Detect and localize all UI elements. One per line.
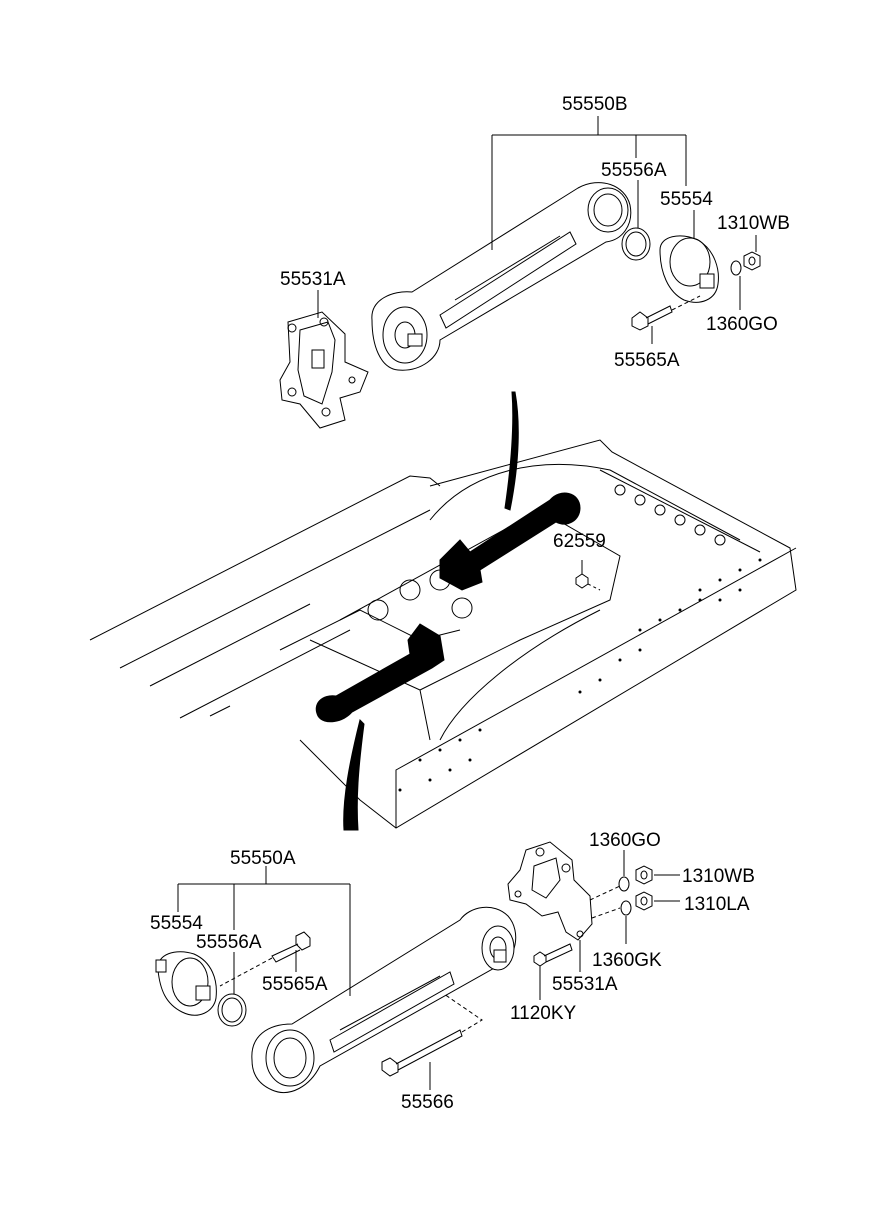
label-55565a-lower: 55565A <box>262 974 328 995</box>
lower-snap-ring-drawing <box>217 993 247 1027</box>
label-1310wb-lower: 1310WB <box>682 866 755 887</box>
label-55566-lower: 55566 <box>401 1092 454 1113</box>
part-labels: 55550B 55556A 55554 1310WB 55531A 1360GO… <box>150 94 790 1113</box>
upper-leaders <box>317 116 757 344</box>
lower-small-bolt-drawing <box>533 943 573 967</box>
lower-nut-1310la-drawing <box>635 891 653 911</box>
label-1310la-lower: 1310LA <box>684 894 750 915</box>
label-1360gk-lower: 1360GK <box>592 950 662 971</box>
lower-bracket-drawing <box>507 841 593 941</box>
upper-snap-ring-drawing <box>621 227 651 261</box>
lower-washer-1360go-drawing <box>618 876 630 892</box>
lower-leaders <box>177 850 680 1090</box>
upper-arm-drawing <box>371 182 632 371</box>
upper-bushing-drawing <box>659 235 719 303</box>
lower-washer-1360gk-drawing <box>620 900 632 916</box>
label-55565a-upper: 55565A <box>614 350 680 371</box>
label-55556a-lower: 55556A <box>196 932 262 953</box>
label-62559: 62559 <box>553 531 606 552</box>
label-1310wb-upper: 1310WB <box>717 213 790 234</box>
label-55531a-upper: 55531A <box>280 269 346 290</box>
label-1120ky-lower: 1120KY <box>510 1003 577 1024</box>
label-55550b: 55550B <box>562 94 628 115</box>
lower-arm-drawing <box>251 906 517 1093</box>
label-55556a-upper: 55556A <box>601 160 667 181</box>
label-1360go-upper: 1360GO <box>706 314 778 335</box>
label-55554-lower: 55554 <box>150 913 203 934</box>
lower-bolt-drawing <box>219 931 311 987</box>
upper-assembly <box>279 116 761 429</box>
upper-bolt-drawing <box>631 295 701 331</box>
label-55550a: 55550A <box>230 848 296 869</box>
upper-nut-drawing <box>743 251 761 271</box>
label-55554-upper: 55554 <box>660 189 713 210</box>
frame-drawing <box>89 391 797 831</box>
lower-bushing-drawing <box>155 951 217 1016</box>
lower-nut-1310wb-drawing <box>635 865 653 885</box>
upper-bracket-drawing <box>279 311 369 429</box>
lower-assembly <box>155 841 680 1093</box>
lower-long-bolt-drawing <box>381 993 483 1077</box>
label-55531a-lower: 55531A <box>552 974 618 995</box>
label-1360go-lower: 1360GO <box>589 830 661 851</box>
upper-washer-drawing <box>730 260 742 276</box>
